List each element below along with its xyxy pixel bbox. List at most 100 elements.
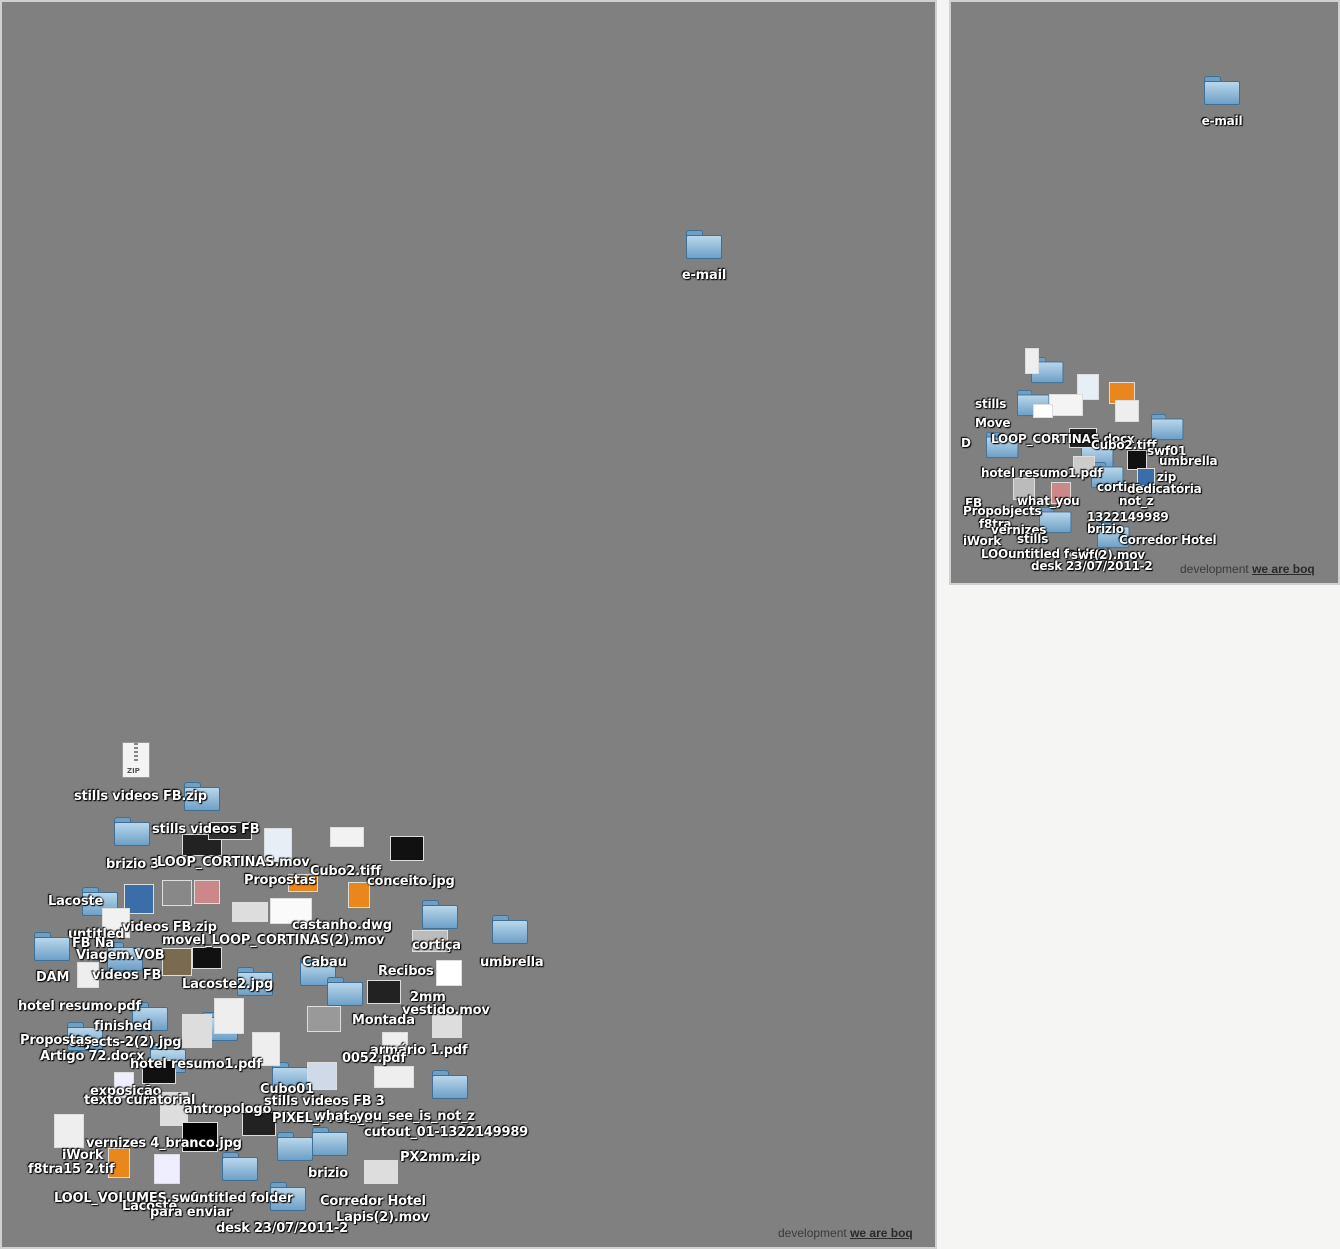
image-thumbnail-icon[interactable] <box>1115 400 1139 422</box>
image-thumbnail-icon[interactable] <box>1051 482 1071 504</box>
image-thumbnail-icon[interactable] <box>114 1072 134 1098</box>
file-label[interactable]: castanho.dwg <box>292 918 392 933</box>
image-thumbnail-icon[interactable] <box>1137 468 1155 486</box>
file-label[interactable]: brizio <box>1087 522 1124 536</box>
file-label[interactable]: LOOP_CORTINAS.mov <box>157 855 310 870</box>
file-label[interactable]: dedicatória <box>1127 482 1202 496</box>
folder-icon[interactable] <box>327 977 363 1006</box>
folder-icon[interactable] <box>492 915 528 944</box>
file-label[interactable]: f8tra <box>979 517 1012 531</box>
image-thumbnail-icon[interactable] <box>162 948 192 976</box>
image-thumbnail-icon[interactable] <box>54 1114 84 1148</box>
image-thumbnail-icon[interactable] <box>432 1014 462 1038</box>
image-thumbnail-icon[interactable] <box>1077 374 1099 400</box>
folder-icon[interactable] <box>107 942 143 971</box>
image-thumbnail-icon[interactable] <box>348 882 370 908</box>
file-label[interactable]: Lacoste2.jpg <box>182 977 274 992</box>
image-thumbnail-icon[interactable] <box>214 998 244 1034</box>
file-label[interactable]: Corredor Hotel <box>320 1194 426 1209</box>
image-thumbnail-icon[interactable] <box>194 880 220 904</box>
image-thumbnail-icon[interactable] <box>307 1006 341 1032</box>
file-label[interactable]: Viagem.VOB <box>76 948 165 963</box>
file-label[interactable]: untitled <box>68 927 125 942</box>
file-label[interactable]: LOOL_VOLUMES.swf <box>54 1191 197 1206</box>
folder-icon[interactable] <box>132 1002 168 1031</box>
image-thumbnail-icon[interactable] <box>154 1154 180 1184</box>
folder-icon[interactable] <box>422 900 458 929</box>
folder-icon[interactable] <box>34 932 70 961</box>
file-label[interactable]: umbrella <box>480 955 544 970</box>
file-label[interactable]: brizio <box>308 1166 348 1181</box>
folder-icon[interactable] <box>312 1127 348 1156</box>
file-label[interactable]: D <box>961 436 971 450</box>
file-label[interactable]: Recibos <box>378 964 434 979</box>
image-thumbnail-icon[interactable] <box>162 880 192 906</box>
image-thumbnail-icon[interactable] <box>1033 404 1053 418</box>
image-thumbnail-icon[interactable] <box>242 1112 276 1136</box>
folder-icon[interactable] <box>1039 507 1072 534</box>
file-label[interactable]: hotel resumo.pdf <box>18 999 141 1014</box>
image-thumbnail-icon[interactable] <box>382 1032 408 1056</box>
folder-icon[interactable] <box>114 817 150 846</box>
image-thumbnail-icon[interactable] <box>160 1092 188 1126</box>
file-label[interactable]: desk 23/07/2011-2 <box>1031 559 1153 573</box>
folder-icon[interactable] <box>184 782 220 811</box>
folder-icon[interactable] <box>237 967 273 996</box>
image-thumbnail-icon[interactable] <box>264 828 292 862</box>
image-thumbnail-icon[interactable] <box>182 1014 212 1048</box>
folder-icon[interactable] <box>222 1152 258 1181</box>
image-thumbnail-icon[interactable] <box>1069 428 1097 448</box>
image-thumbnail-icon[interactable] <box>1013 478 1035 500</box>
file-label[interactable]: DAM <box>36 970 70 985</box>
image-thumbnail-icon[interactable] <box>307 1062 337 1090</box>
image-thumbnail-icon[interactable] <box>252 1032 280 1066</box>
file-label[interactable]: untitled folder <box>190 1191 294 1206</box>
file-label[interactable]: cortiça <box>1097 480 1142 494</box>
image-thumbnail-icon[interactable] <box>288 874 318 892</box>
file-label[interactable]: brizio 3 <box>106 857 160 872</box>
file-label[interactable]: PIXEL_Preto_a <box>272 1111 373 1126</box>
file-label[interactable]: LOOuntitled folder <box>981 547 1103 561</box>
file-label[interactable]: videos FB.zip <box>122 920 217 935</box>
file-label[interactable]: videos FB <box>92 968 162 983</box>
we-are-boq-link[interactable]: we are boq <box>1252 562 1315 576</box>
file-label[interactable]: Lapis(2).mov <box>336 1210 429 1225</box>
file-label[interactable]: Cubo2.tiff <box>1091 438 1157 452</box>
folder-icon[interactable] <box>432 1070 468 1099</box>
file-label[interactable]: cortiça <box>412 938 461 953</box>
image-thumbnail-icon[interactable] <box>77 962 99 988</box>
file-label[interactable]: swf01 <box>1147 444 1187 458</box>
email-folder[interactable]: e-mail <box>682 230 726 290</box>
file-label[interactable]: Cubo2.tiff <box>310 864 381 879</box>
image-thumbnail-icon[interactable] <box>108 1148 130 1178</box>
file-label[interactable]: stills <box>975 397 1007 411</box>
file-label[interactable]: Corredor Hotel <box>1119 533 1217 547</box>
file-label[interactable]: desk 23/07/2011-2 <box>216 1221 348 1236</box>
folder-icon[interactable] <box>277 1132 313 1161</box>
image-thumbnail-icon[interactable] <box>330 827 364 847</box>
email-folder-preview[interactable]: e-mail <box>1202 76 1243 136</box>
file-label[interactable]: stills videos FB <box>152 822 260 837</box>
file-label[interactable]: what_you <box>1017 494 1080 508</box>
folder-icon[interactable] <box>1097 522 1130 549</box>
file-label[interactable]: FB <box>965 496 982 510</box>
file-label[interactable]: Cabau <box>302 955 347 970</box>
file-label[interactable]: stills videos FB 3 <box>264 1094 385 1109</box>
file-label[interactable]: swf(2).mov <box>1071 548 1145 562</box>
file-label[interactable]: vernizes 4_branco.jpg <box>86 1136 242 1151</box>
file-label[interactable]: stills videos FB.zip <box>74 789 207 804</box>
image-thumbnail-icon[interactable] <box>436 960 462 986</box>
file-label[interactable]: exposição <box>90 1084 162 1099</box>
file-label[interactable]: finished <box>94 1019 152 1034</box>
file-label[interactable]: Lacoste <box>122 1199 178 1214</box>
image-thumbnail-icon[interactable] <box>192 947 222 969</box>
image-thumbnail-icon[interactable] <box>270 898 312 924</box>
file-label[interactable]: iWork <box>963 534 1002 548</box>
image-thumbnail-icon[interactable] <box>1127 450 1147 470</box>
image-thumbnail-icon[interactable] <box>374 1066 414 1088</box>
image-thumbnail-icon[interactable] <box>390 836 424 861</box>
file-label[interactable]: movel_LOOP_CORTINAS(2).mov <box>162 933 385 948</box>
image-thumbnail-icon[interactable] <box>182 1122 218 1152</box>
zip-archive-icon[interactable]: ZIP <box>122 742 150 778</box>
file-label[interactable]: Cubo01 <box>260 1082 314 1097</box>
